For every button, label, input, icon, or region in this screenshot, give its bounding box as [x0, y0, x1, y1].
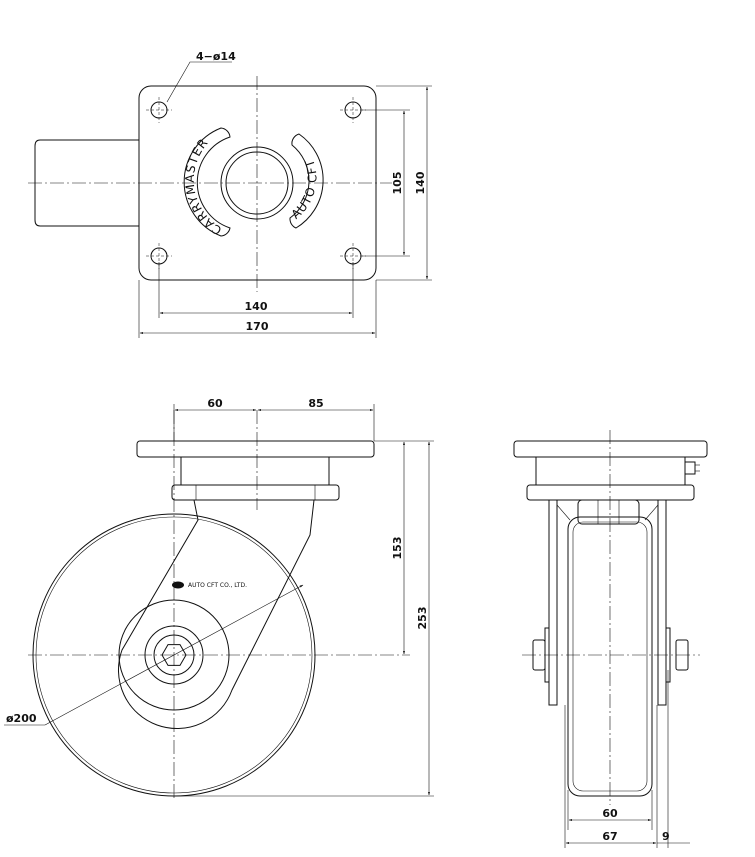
front-top-plate	[513, 440, 708, 458]
side-view: AUTO CFT CO., LTD. ø200 60 85 153 253	[4, 397, 434, 800]
dim-tread-width: 60	[602, 807, 618, 820]
mounting-hole-tr	[340, 97, 366, 123]
svg-text:AUTO CFT: AUTO CFT	[289, 157, 320, 222]
front-fork-leg-right	[657, 499, 667, 706]
dim-line-wheel-dia	[44, 584, 304, 726]
maker-logo-icon	[172, 581, 184, 589]
dim-hole-pitch-y: 105	[391, 172, 404, 195]
maker-text: AUTO CFT CO., LTD.	[188, 582, 247, 589]
top-view: CARRYMASTER AUTO CFT 4−ø14 140 170 105 1…	[28, 50, 432, 338]
front-kingpin-nut	[577, 499, 640, 525]
side-top-plate	[136, 440, 375, 458]
dim-offset-left: 60	[207, 397, 223, 410]
hole-callout-label: 4−ø14	[196, 50, 236, 63]
logo-text-right: AUTO CFT	[289, 157, 319, 222]
top-kingpin-ring-outer	[220, 146, 294, 220]
side-neck	[180, 456, 330, 486]
dim-lead: 153	[391, 537, 404, 560]
dim-wheel-dia: ø200	[6, 712, 37, 725]
side-fork-leg	[117, 499, 315, 729]
side-swivel-ring	[171, 484, 340, 501]
dim-plate-height: 140	[414, 171, 427, 194]
front-fork-leg-left	[548, 499, 558, 706]
front-view: 60 67 9	[513, 430, 708, 848]
top-kingpin-ring-inner	[225, 151, 289, 215]
logo-text-left: CARRYMASTER	[183, 135, 223, 237]
logo-band-right	[289, 133, 324, 229]
dim-total-height: 253	[416, 607, 429, 630]
dim-bolt-proj: 9	[662, 830, 670, 843]
front-neck	[535, 456, 686, 486]
dim-hole-pitch-x: 140	[245, 300, 268, 313]
mounting-hole-tl	[146, 97, 172, 123]
dim-plate-width: 170	[246, 320, 269, 333]
dim-fork-width: 67	[602, 830, 617, 843]
logo-band-left	[183, 127, 231, 237]
front-swivel-ring	[526, 484, 695, 501]
front-grease-nipple	[684, 461, 696, 475]
svg-text:CARRYMASTER: CARRYMASTER	[183, 135, 224, 237]
dim-offset-right: 85	[308, 397, 323, 410]
hole-callout-leader	[166, 61, 232, 103]
